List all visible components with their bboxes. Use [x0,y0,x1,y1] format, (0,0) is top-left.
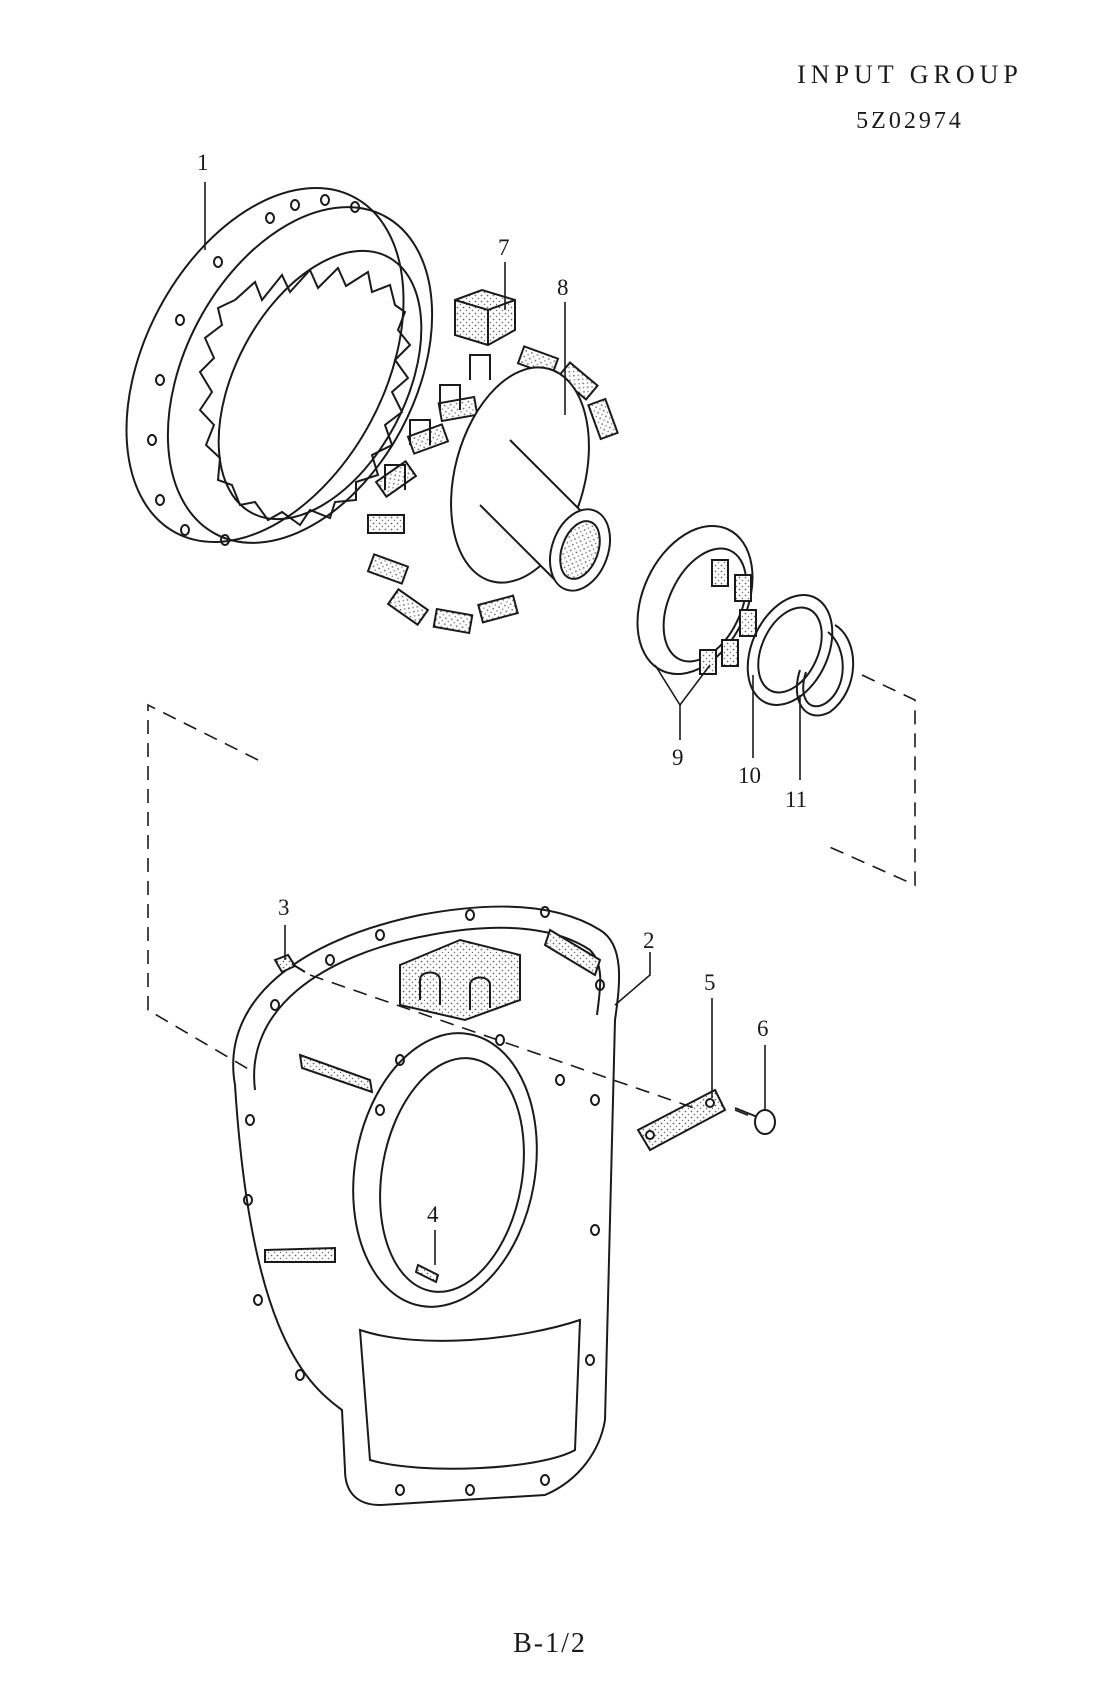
callout-7: 7 [498,235,510,260]
callout-6: 6 [757,1016,769,1041]
page-label: B-1/2 [513,1628,587,1659]
callout-numbers: 1 2 3 4 5 6 7 8 9 10 11 [197,150,807,1227]
callout-5: 5 [704,970,716,995]
callout-2: 2 [643,928,655,953]
assembly-dashed-lines [147,674,916,1119]
callout-11: 11 [785,787,807,812]
housing-bolt-holes [243,906,605,1496]
callout-4: 4 [427,1202,439,1227]
roller-bearing-part [636,524,757,676]
cap-screw-part [734,1107,776,1135]
housing-bolt-part [273,953,306,974]
diagram-title: INPUT GROUP [797,60,1023,89]
coupling-flange-part [125,187,434,546]
flange-bolt-holes [147,194,360,546]
flywheel-housing-part [232,905,621,1507]
dowel-pin-part [414,1263,440,1284]
leader-lines [204,182,801,1265]
callout-8: 8 [557,275,569,300]
snap-ring-part [795,624,855,717]
washer-part [746,594,834,706]
callout-1: 1 [197,150,209,175]
callout-3: 3 [278,895,290,920]
callout-9: 9 [672,745,684,770]
callout-10: 10 [738,763,761,788]
part-number: 5Z02974 [856,108,964,134]
friction-block-part [454,288,516,347]
hub-gear-part [366,345,619,635]
cover-plate-part [636,1088,727,1152]
